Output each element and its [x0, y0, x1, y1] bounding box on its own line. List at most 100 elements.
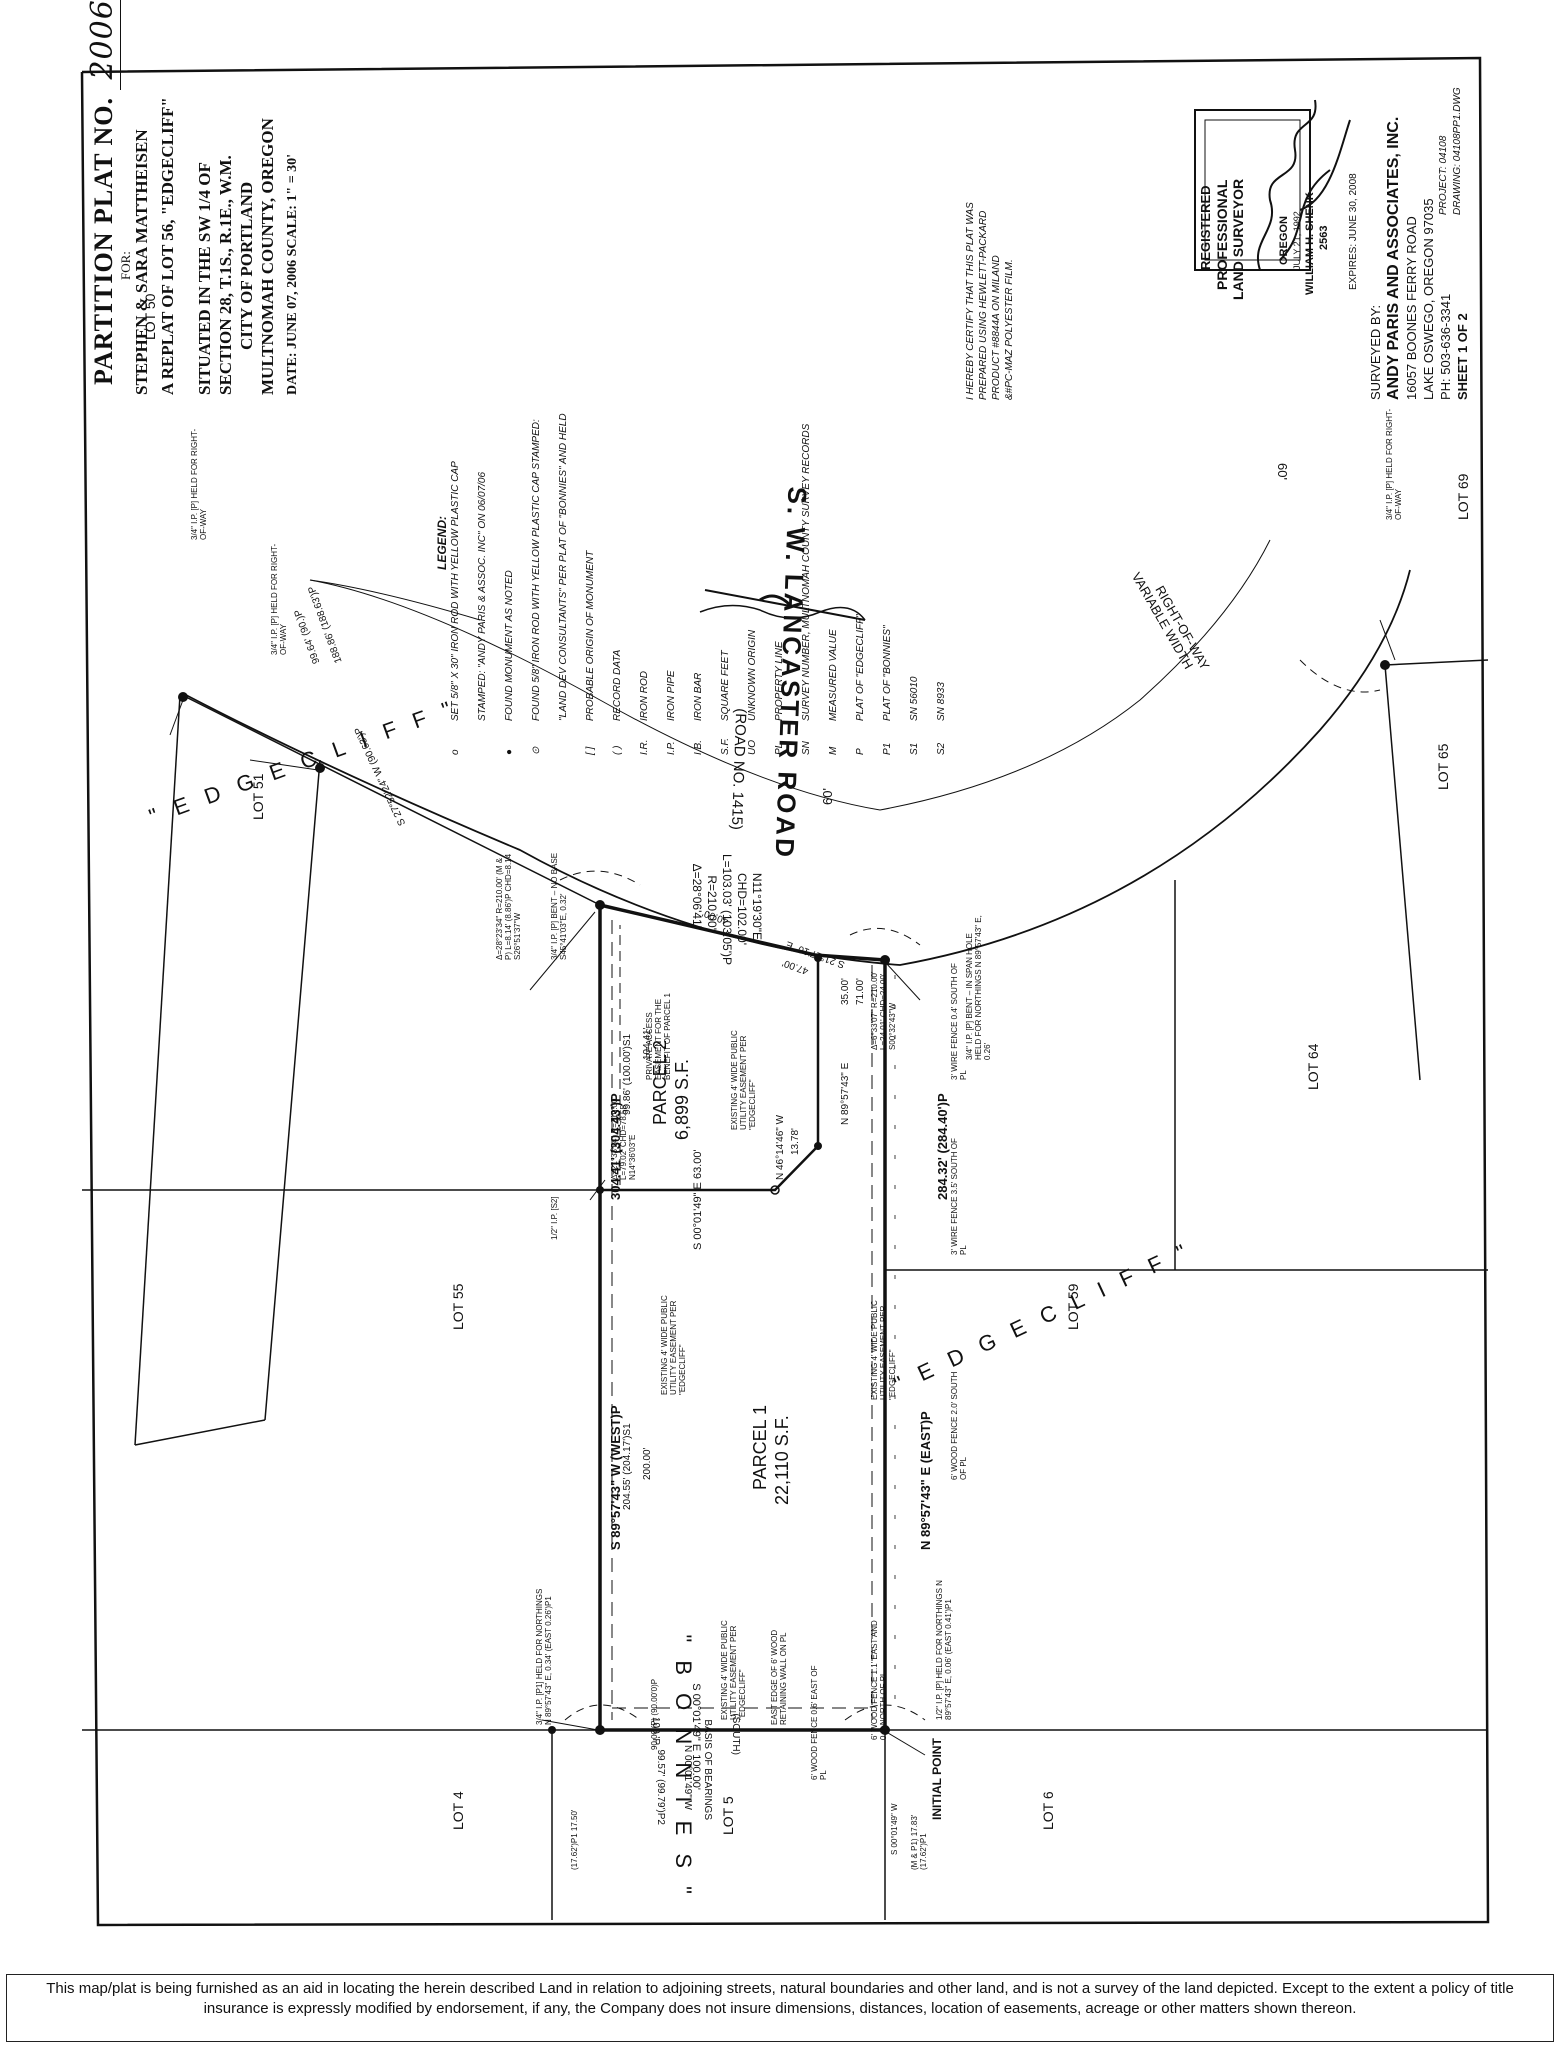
- utility-easement-south: EXISTING 4' WIDE PUBLIC UTILITY EASEMENT…: [720, 1620, 747, 1720]
- firm-phone: PH: 503-636-3341: [1438, 293, 1453, 400]
- firm-name: ANDY PARIS AND ASSOCIATES, INC.: [1385, 116, 1402, 400]
- parcel-1-area: 22,110 S.F.: [772, 1415, 792, 1505]
- iron-pipe-lot55-note: 1/2" I.P. [S2]: [550, 1196, 559, 1240]
- stamp-expires: EXPIRES: JUNE 30, 2008: [1348, 173, 1359, 290]
- legend-text: PLAT OF "BONNIES": [882, 625, 893, 721]
- west-line-bearing: S 89°57'43" W (WEST)P: [608, 1405, 623, 1551]
- d17-50-note: (17.62')P1 17.50': [570, 1809, 579, 1870]
- certify-line-2: PREPARED USING HEWLETT-PACKARD: [978, 210, 989, 400]
- firm-address-1: 16057 BOONES FERRY ROAD: [1404, 216, 1419, 400]
- curve-3-data: Δ=21°33'54" R=210.00' L=79.02' CHD=78.55…: [610, 1097, 637, 1180]
- basis-bearing: N 00°01'49" W: [682, 1744, 693, 1810]
- legend-item: "LAND DEV CONSULTANTS" PER PLAT OF "BONN…: [558, 413, 569, 755]
- d90-note: 90.00'(P) (90.00'0)P: [650, 1678, 659, 1750]
- fence-note-3: 6' WOOD FENCE 2.0' SOUTH OF PL: [950, 1371, 968, 1480]
- south-distance-record: 99.57' (99.79')P2: [655, 1749, 666, 1825]
- situated-line-3: CITY OF PORTLAND: [237, 181, 256, 350]
- fence-note-4: 6' WOOD FENCE 1.1' EAST AND 0.3' NORTH O…: [870, 1620, 888, 1740]
- stamp-oregon: OREGON: [1278, 216, 1290, 265]
- legend-heading: LEGEND:: [435, 516, 449, 570]
- curve-bearing: N11°19'30"E: [750, 872, 764, 940]
- south-distance: 284.32' (284.40')P: [935, 1093, 950, 1200]
- n4614-distance: 13.78': [790, 1128, 801, 1155]
- legend-item: S2SN 8933: [936, 682, 947, 755]
- legend-item: I.R.IRON ROD: [639, 671, 650, 755]
- situated-line-4: MULTNOMAH COUNTY, OREGON: [258, 118, 277, 395]
- curve-4-data: Δ=6°33'07" R=210.00' L=24.01' CHD=24.00'…: [870, 971, 897, 1051]
- certify-line-1: I HEREBY CERTIFY THAT THIS PLAT WAS: [965, 202, 976, 400]
- iron-pipe-se-note: 1/2" I.P. [P] HELD FOR NORTHINGS N 89°57…: [935, 1580, 953, 1720]
- legend-symbol: [ ]: [585, 746, 596, 755]
- legend-symbol: I.B.: [693, 739, 704, 755]
- parcel-1-label: PARCEL 1: [750, 1404, 770, 1490]
- owners: STEPHEN & SARA MATTHEISEN: [132, 129, 151, 395]
- d35: 35.00': [840, 978, 851, 1005]
- iron-pipe-nw-note: 3/4" I.P. [P] HELD FOR RIGHT-OF-WAY: [190, 428, 208, 540]
- d17-83-note: (M & P1) 17.83' (17.62')P1: [910, 1814, 928, 1870]
- legend-item: S1SN 56010: [909, 677, 920, 755]
- n8957-bearing: N 89°57'43" E: [840, 1062, 851, 1125]
- curve-delta: Δ=28°06'41": [690, 863, 704, 930]
- legend-symbol: UO: [747, 740, 758, 755]
- subdivision-edgecliff-right: " E D G E C L I F F ": [890, 1236, 1196, 1397]
- lot-59-label: LOT 59: [1065, 1283, 1081, 1330]
- legend-item: S.F.SQUARE FEET: [720, 650, 731, 755]
- situated-line-1: SITUATED IN THE SW 1/4 OF: [195, 162, 214, 395]
- stamp-registered: REGISTERED: [1198, 185, 1213, 270]
- stamp-number: 2563: [1318, 225, 1330, 250]
- n4614-bearing: N 46°14'46" W: [775, 1114, 786, 1180]
- legend-text: MEASURED VALUE: [828, 629, 839, 721]
- plat-title: PARTITION PLAT NO. 2006-164: [85, 0, 121, 385]
- legend-text: PLAT OF "EDGECLIFF": [855, 614, 866, 721]
- legend-symbol: I.R.: [639, 739, 650, 755]
- certify-line-4: &#PC-MAZ POLYESTER FILM.: [1004, 259, 1015, 400]
- legend-item: ⊙FOUND 5/8" IRON ROD WITH YELLOW PLASTIC…: [531, 419, 542, 755]
- legend-text: FOUND 5/8" IRON ROD WITH YELLOW PLASTIC …: [531, 419, 542, 721]
- subdivision-edgecliff-left: " E D G E C L I F F ": [145, 694, 460, 830]
- lot-64-label: LOT 64: [1305, 1043, 1321, 1090]
- lot-6-label: LOT 6: [1040, 1791, 1056, 1830]
- legend-item: P PLAT OF "EDGECLIFF": [855, 614, 866, 755]
- legend-text: "LAND DEV CONSULTANTS" PER PLAT OF "BONN…: [558, 413, 569, 721]
- legend-symbol: P: [855, 748, 866, 755]
- iron-pipe-bent-note: 3/4" I.P. [P] BENT – NO BASE S45°41'03"E…: [550, 852, 568, 960]
- d71: 71.00': [855, 978, 866, 1005]
- s63-bearing: S 00°01'49" E 63.00': [692, 1149, 704, 1250]
- stamp-name: WILLIAM H. SHENK: [1304, 192, 1316, 295]
- d47: 47.00': [780, 956, 811, 977]
- surveyor-signature: [1257, 99, 1351, 271]
- iron-pipe-ne-note: 3/4" I.P. [P] BENT – IN SPAN HOLE HELD F…: [965, 915, 992, 1060]
- utility-easement-east: EXISTING 4' WIDE PUBLIC UTILITY EASEMENT…: [870, 1300, 897, 1400]
- initial-point: INITIAL POINT: [930, 1738, 944, 1820]
- disclaimer-box: This map/plat is being furnished as an a…: [6, 1974, 1554, 2042]
- curve-chord: CHD=102.00': [735, 873, 749, 945]
- firm-address-2: LAKE OSWEGO, OREGON 97035: [1421, 198, 1436, 400]
- lot-4-label: LOT 4: [450, 1791, 466, 1830]
- stamp-land-surveyor: LAND SURVEYOR: [1230, 178, 1246, 300]
- iron-pipe-lot51-note: 3/4" I.P. [P] HELD FOR RIGHT-OF-WAY: [270, 543, 288, 655]
- s001-bearing: S 00°01'49" W: [890, 1803, 899, 1855]
- curve-length: L=103.03' (103.05')P: [720, 854, 734, 965]
- curve-2-data: Δ=28°23'34" R=210.00' (M & P) L=8.14' (8…: [495, 853, 522, 960]
- legend-item: [ ]PROBABLE ORIGIN OF MONUMENT: [585, 551, 596, 755]
- legend-text: SN 56010: [909, 676, 920, 721]
- legend-text: SN 8933: [936, 682, 947, 721]
- legend-text: SET 5/8" X 30" IRON ROD WITH YELLOW PLAS…: [450, 461, 461, 721]
- utility-easement-west: EXISTING 4' WIDE PUBLIC UTILITY EASEMENT…: [660, 1295, 687, 1395]
- legend-item: I.B. IRON BAR: [693, 673, 704, 755]
- legend-text: RECORD DATA: [612, 649, 623, 721]
- lot-5-label: LOT 5: [720, 1796, 736, 1835]
- legend-item: I.P.IRON PIPE: [666, 670, 677, 755]
- sheet-number: SHEET 1 OF 2: [1455, 313, 1470, 400]
- certify-line-3: PRODUCT #8844A ON MILAND: [991, 255, 1002, 400]
- road-curve-outer: [309, 579, 481, 621]
- legend-symbol: o: [450, 749, 461, 755]
- sheet-border: [80, 56, 1490, 1927]
- legend-text: UNKNOWN ORIGIN: [747, 629, 758, 721]
- lot-51-label: LOT 51: [250, 773, 266, 820]
- legend-text: IRON BAR: [693, 672, 704, 721]
- fence-note-5: 6' WOOD FENCE 0.6' EAST OF PL: [810, 1665, 828, 1780]
- road-width-2: 60': [1275, 463, 1290, 480]
